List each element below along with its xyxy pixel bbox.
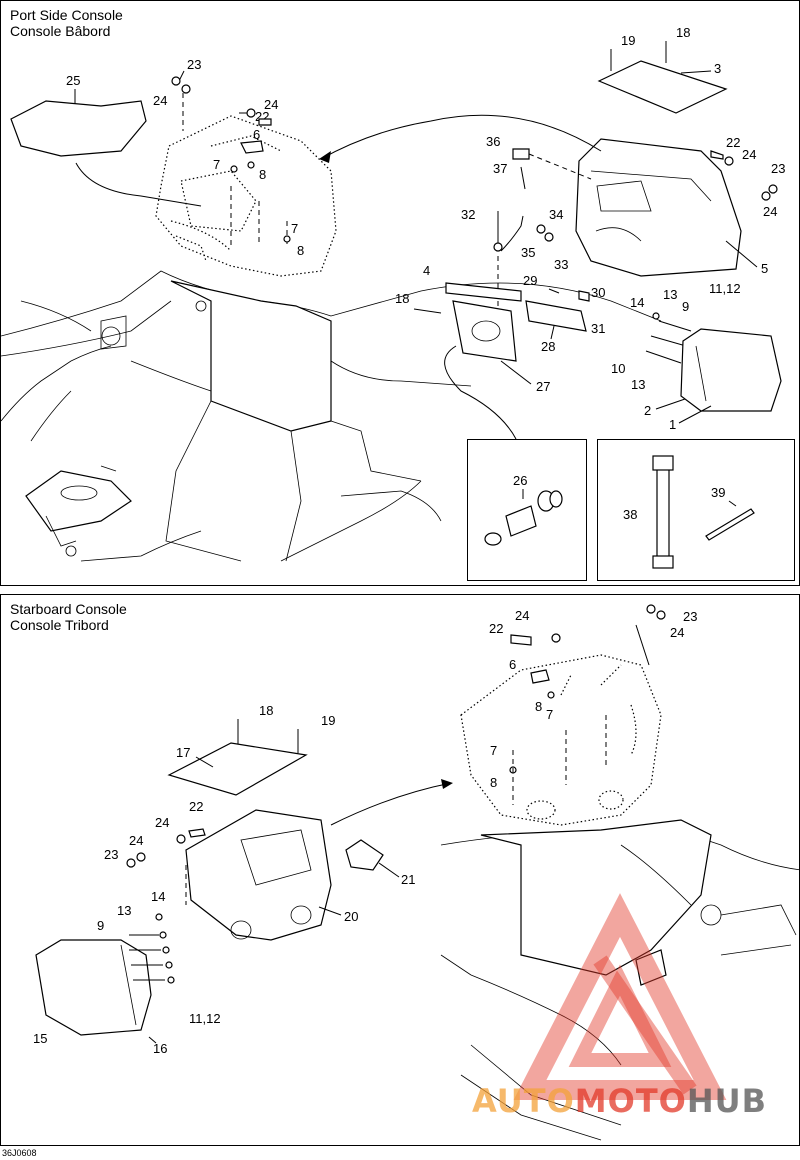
svg-text:23: 23 (771, 161, 785, 176)
svg-text:11,12: 11,12 (189, 1011, 221, 1026)
svg-text:27: 27 (536, 379, 550, 394)
svg-text:18: 18 (676, 25, 690, 40)
svg-text:35: 35 (521, 245, 535, 260)
svg-text:4: 4 (423, 263, 430, 278)
diagram-code: 36J0608 (2, 1148, 37, 1158)
svg-text:34: 34 (549, 207, 563, 222)
port-title-fr: Console Bâbord (10, 23, 111, 39)
svg-text:3: 3 (714, 61, 721, 76)
svg-text:23: 23 (683, 609, 697, 624)
svg-text:19: 19 (321, 713, 335, 728)
svg-text:28: 28 (541, 339, 555, 354)
svg-text:36: 36 (486, 134, 500, 149)
port-title-en: Port Side Console (10, 7, 123, 23)
svg-text:22: 22 (489, 621, 503, 636)
svg-text:1: 1 (669, 417, 676, 432)
svg-text:8: 8 (297, 243, 304, 258)
svg-text:20: 20 (344, 909, 358, 924)
part-17-cover (167, 742, 308, 796)
svg-text:19: 19 (621, 33, 635, 48)
watermark-auto: AUTO (472, 1082, 575, 1120)
svg-text:8: 8 (259, 167, 266, 182)
svg-text:29: 29 (523, 273, 537, 288)
part-21-seal (345, 839, 384, 871)
svg-text:23: 23 (187, 57, 201, 72)
port-side-panel: Port Side Console Console Bâbord (0, 0, 800, 586)
svg-text:24: 24 (155, 815, 169, 830)
svg-text:16: 16 (153, 1041, 167, 1056)
part-25-decal (10, 100, 147, 157)
watermark-hub: HUB (686, 1082, 768, 1120)
svg-text:7: 7 (291, 221, 298, 236)
inset-tools (597, 439, 795, 581)
watermark-moto: MOTO (574, 1082, 687, 1120)
svg-text:24: 24 (153, 93, 167, 108)
watermark-text: AUTOMOTOHUB (472, 1082, 767, 1120)
part-3-cover (597, 60, 728, 114)
svg-text:15: 15 (33, 1031, 47, 1046)
callout-25: 25 (66, 73, 80, 88)
starboard-title-en: Starboard Console (10, 601, 127, 617)
svg-text:26: 26 (513, 473, 527, 488)
svg-text:9: 9 (97, 918, 104, 933)
svg-text:31: 31 (591, 321, 605, 336)
inset-drain-plug (467, 439, 587, 581)
svg-text:38: 38 (623, 507, 637, 522)
svg-text:23: 23 (104, 847, 118, 862)
svg-text:33: 33 (554, 257, 568, 272)
svg-text:24: 24 (515, 608, 529, 623)
svg-text:14: 14 (151, 889, 165, 904)
svg-text:21: 21 (401, 872, 415, 887)
svg-text:7: 7 (490, 743, 497, 758)
svg-text:5: 5 (761, 261, 768, 276)
svg-text:39: 39 (711, 485, 725, 500)
svg-text:14: 14 (630, 295, 644, 310)
svg-text:6: 6 (253, 127, 260, 142)
svg-text:24: 24 (129, 833, 143, 848)
svg-text:13: 13 (117, 903, 131, 918)
svg-text:37: 37 (493, 161, 507, 176)
svg-text:9: 9 (682, 299, 689, 314)
svg-text:24: 24 (763, 204, 777, 219)
svg-text:6: 6 (509, 657, 516, 672)
starboard-title-fr: Console Tribord (10, 617, 109, 633)
svg-text:24: 24 (742, 147, 756, 162)
svg-text:8: 8 (535, 699, 542, 714)
svg-text:22: 22 (189, 799, 203, 814)
svg-text:24: 24 (264, 97, 278, 112)
svg-text:32: 32 (461, 207, 475, 222)
svg-text:22: 22 (726, 135, 740, 150)
svg-text:8: 8 (490, 775, 497, 790)
svg-text:24: 24 (670, 625, 684, 640)
starboard-drawing: 24 22 23 24 6 8 7 7 8 18 19 (33, 604, 800, 1141)
svg-text:10: 10 (611, 361, 625, 376)
svg-text:13: 13 (663, 287, 677, 302)
svg-text:2: 2 (644, 403, 651, 418)
svg-text:30: 30 (591, 285, 605, 300)
svg-text:18: 18 (259, 703, 273, 718)
part-27-hatch (452, 300, 517, 362)
svg-text:17: 17 (176, 745, 190, 760)
svg-text:13: 13 (631, 377, 645, 392)
svg-text:18: 18 (395, 291, 409, 306)
part-1-cover (680, 328, 782, 412)
part-15-cover (35, 939, 152, 1036)
svg-text:7: 7 (546, 707, 553, 722)
starboard-panel: Starboard Console Console Tribord 24 22 … (0, 594, 800, 1146)
svg-text:7: 7 (213, 157, 220, 172)
svg-text:11,12: 11,12 (709, 281, 741, 296)
port-side-drawing: 25 23 24 24 22 6 7 8 7 8 19 18 3 (1, 25, 785, 569)
